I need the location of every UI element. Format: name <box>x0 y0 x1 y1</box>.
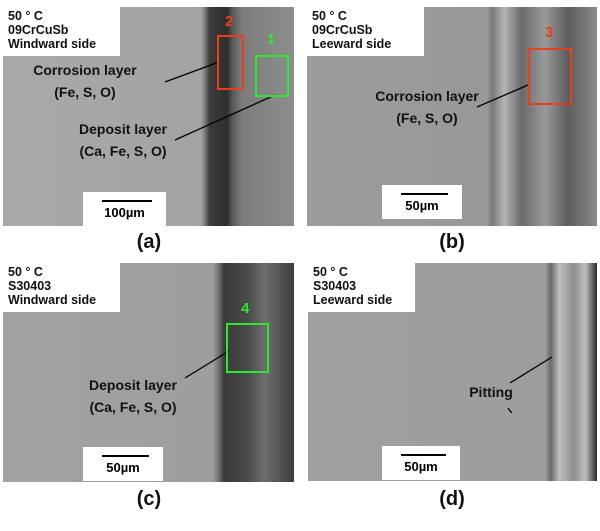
panel-d: 50 ° C S30403 Leeward side Pitting 50µm <box>308 263 597 481</box>
material: 09CrCuSb <box>312 23 373 37</box>
corrosion-layer-label: Corrosion layer(Fe, S, O) <box>375 88 479 126</box>
material: S30403 <box>313 279 357 293</box>
deposit-region-box <box>255 55 289 97</box>
marker-2: 2 <box>225 13 234 30</box>
leader-lines-b <box>476 84 529 108</box>
scale-bar-c: 50µm <box>83 447 163 481</box>
deposit-layer-label: Deposit layer(Ca, Fe, S, O) <box>79 121 167 159</box>
material: 09CrCuSb <box>8 23 69 37</box>
leader-lines-a <box>164 61 276 141</box>
marker-3: 3 <box>545 24 554 41</box>
material: S30403 <box>8 279 52 293</box>
info-box-a: 50 ° C 09CrCuSb Windward side <box>3 7 120 56</box>
panel-a: 50 ° C 09CrCuSb Windward side 2 1 Corros… <box>3 7 294 226</box>
side: Windward side <box>8 293 97 307</box>
temperature: 50 ° C <box>312 9 347 23</box>
info-box-c: 50 ° C S30403 Windward side <box>3 263 120 312</box>
deposit-region-box <box>226 323 269 373</box>
marker-1: 1 <box>267 31 276 48</box>
caption-d: (d) <box>439 488 465 510</box>
scale-bar-d: 50µm <box>382 446 460 480</box>
temperature: 50 ° C <box>313 265 348 279</box>
caption-c: (c) <box>136 488 162 510</box>
panel-b: 50 ° C 09CrCuSb Leeward side 3 Corrosion… <box>307 7 597 226</box>
leader-lines-d <box>507 356 553 413</box>
panel-c: 50 ° C S30403 Windward side 4 Deposit la… <box>3 263 294 482</box>
pitting-label: Pitting <box>469 384 513 400</box>
corrosion-region-box <box>528 48 572 105</box>
info-box-b: 50 ° C 09CrCuSb Leeward side <box>307 7 424 56</box>
leader-lines-c <box>184 350 230 379</box>
temperature: 50 ° C <box>8 265 43 279</box>
side: Leeward side <box>313 293 393 307</box>
corrosion-layer-label: Corrosion layer(Fe, S, O) <box>33 62 137 100</box>
marker-4: 4 <box>241 300 250 317</box>
info-box-d: 50 ° C S30403 Leeward side <box>308 263 415 312</box>
side: Leeward side <box>312 37 392 51</box>
caption-a: (a) <box>136 231 162 253</box>
scale-bar-a: 100µm <box>83 192 166 226</box>
corrosion-region-box <box>217 35 244 90</box>
caption-b: (b) <box>439 231 465 253</box>
scale-bar-b: 50µm <box>382 185 462 219</box>
deposit-layer-label: Deposit layer(Ca, Fe, S, O) <box>89 377 177 415</box>
side: Windward side <box>8 37 97 51</box>
temperature: 50 ° C <box>8 9 43 23</box>
